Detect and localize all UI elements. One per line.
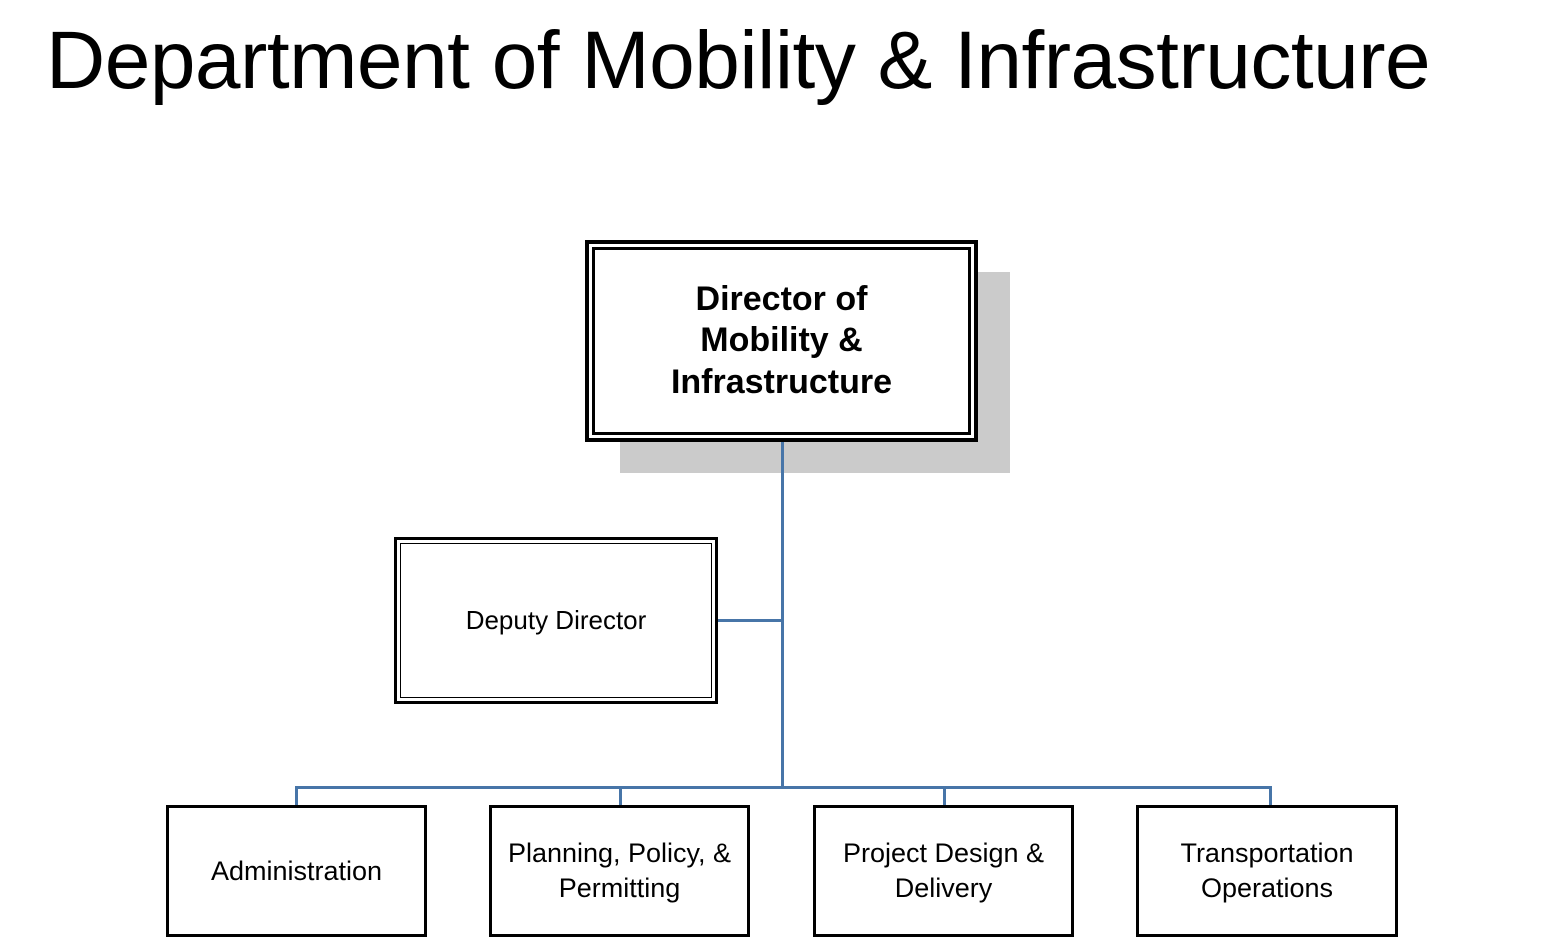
org-node-transportation-operations[interactable]: Transportation Operations [1136, 805, 1398, 937]
org-node-director-label: Director of Mobility & Infrastructure [670, 279, 893, 401]
org-node-planning-policy-permitting-label: Planning, Policy, & Permitting [507, 838, 732, 903]
connector-drop-project-design [943, 786, 946, 806]
connector-drop-planning [619, 786, 622, 806]
org-node-administration-label: Administration [210, 855, 383, 886]
connector-trunk-vertical [781, 442, 784, 788]
org-node-project-design-delivery[interactable]: Project Design & Delivery [813, 805, 1074, 937]
org-node-deputy-director-label: Deputy Director [465, 604, 647, 635]
connector-drop-administration [295, 786, 298, 806]
connector-division-bus [295, 786, 1272, 789]
org-node-administration[interactable]: Administration [166, 805, 427, 937]
org-node-deputy-director[interactable]: Deputy Director [394, 537, 718, 704]
page-title: Department of Mobility & Infrastructure [46, 15, 1431, 106]
org-node-transportation-operations-label: Transportation Operations [1180, 838, 1354, 903]
org-node-planning-policy-permitting[interactable]: Planning, Policy, & Permitting [489, 805, 750, 937]
director-inner-frame: Director of Mobility & Infrastructure [592, 247, 971, 435]
deputy-inner-frame: Deputy Director [400, 543, 712, 698]
org-node-director[interactable]: Director of Mobility & Infrastructure [585, 240, 978, 442]
connector-deputy-branch [718, 619, 784, 622]
connector-drop-transportation [1269, 786, 1272, 806]
org-node-project-design-delivery-label: Project Design & Delivery [842, 838, 1045, 903]
